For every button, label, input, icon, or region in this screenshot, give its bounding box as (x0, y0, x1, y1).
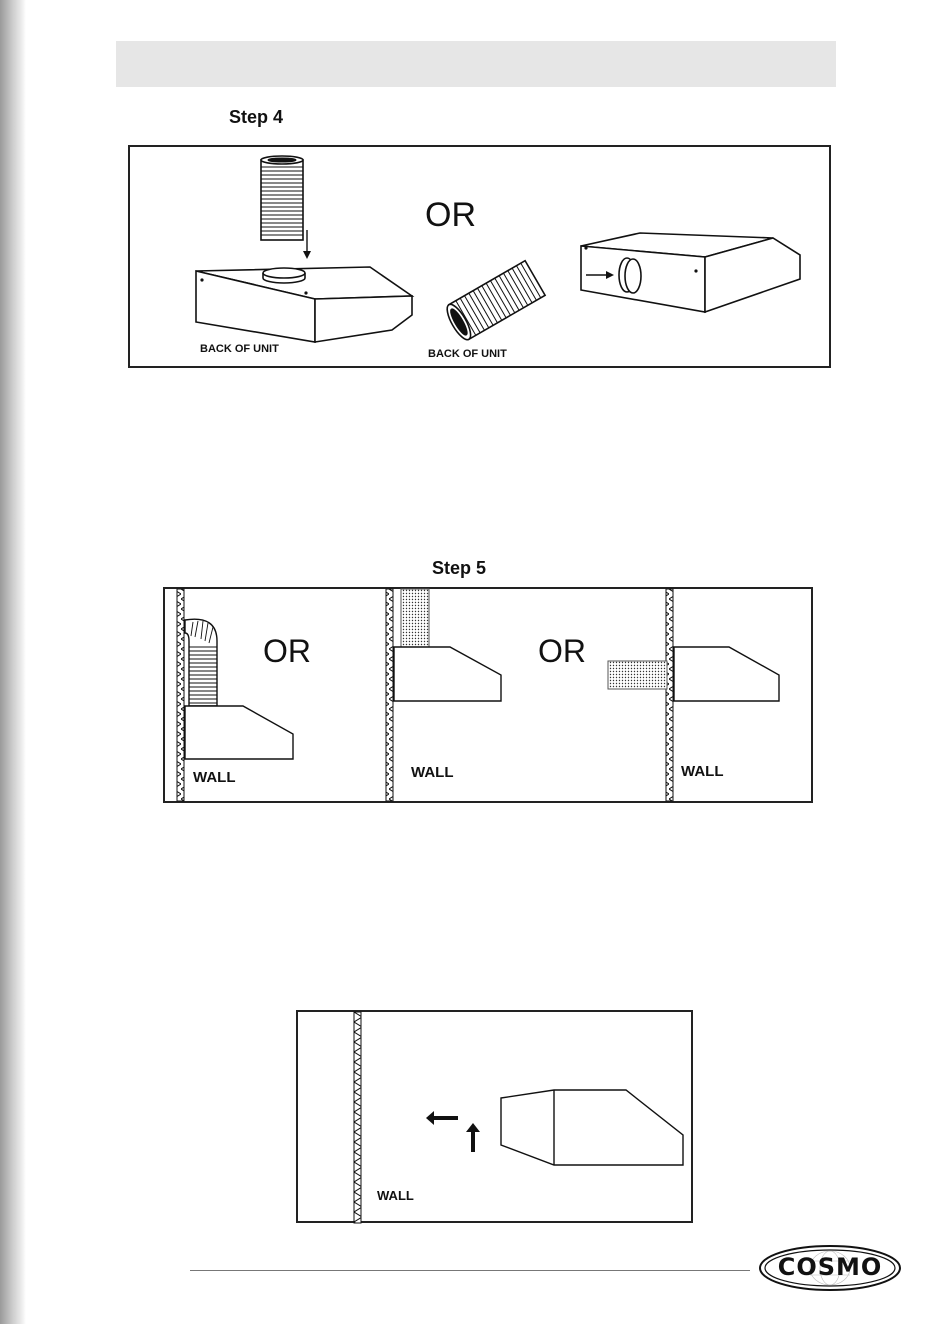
step-5-or-label-2: OR (538, 633, 586, 670)
step-4-figure: OR BACK OF UNIT BACK OF UNIT (128, 145, 831, 368)
footer-rule (190, 1270, 750, 1271)
arrow-up-icon (466, 1123, 480, 1152)
wall-hatch-2 (386, 589, 393, 801)
dotted-duct-horizontal (608, 661, 667, 689)
hood-rear-exhaust (581, 233, 800, 312)
wall-hatch-3 (666, 589, 673, 801)
back-of-unit-label-right: BACK OF UNIT (428, 348, 507, 360)
wall-label-3: WALL (681, 763, 724, 780)
page-edge-strip (0, 0, 26, 1324)
hood-3 (674, 647, 779, 701)
wall-hatch-1 (177, 589, 184, 801)
step-5-or-label-1: OR (263, 633, 311, 670)
wall-label-2: WALL (411, 764, 454, 781)
step-4-illustration (130, 147, 833, 370)
hood-top-exhaust (196, 267, 412, 342)
wall-label-1: WALL (193, 769, 236, 786)
arrow-left-icon (426, 1111, 458, 1125)
logo-text: COSMO (758, 1253, 902, 1281)
duct-vertical (261, 156, 303, 240)
hood-1 (185, 706, 293, 759)
cosmo-logo: COSMO (758, 1244, 902, 1292)
wall-hatch-4 (354, 1012, 361, 1223)
step-4-or-label: OR (425, 196, 476, 235)
hood-2 (394, 647, 501, 701)
dotted-duct-vertical (401, 589, 429, 647)
elbow-duct (185, 619, 217, 706)
step-5-title: Step 5 (432, 558, 486, 579)
wall-label-4: WALL (377, 1188, 414, 1203)
section-header-bar (116, 41, 836, 87)
step-6-figure: WALL (296, 1010, 693, 1223)
duct-angled (443, 261, 545, 343)
hood-4 (501, 1090, 683, 1165)
back-of-unit-label-left: BACK OF UNIT (200, 343, 279, 355)
step-5-figure: OR OR WALL WALL WALL (163, 587, 813, 803)
step-4-title: Step 4 (229, 107, 283, 128)
arrow-down-icon (303, 230, 311, 259)
step-6-illustration (298, 1012, 695, 1225)
